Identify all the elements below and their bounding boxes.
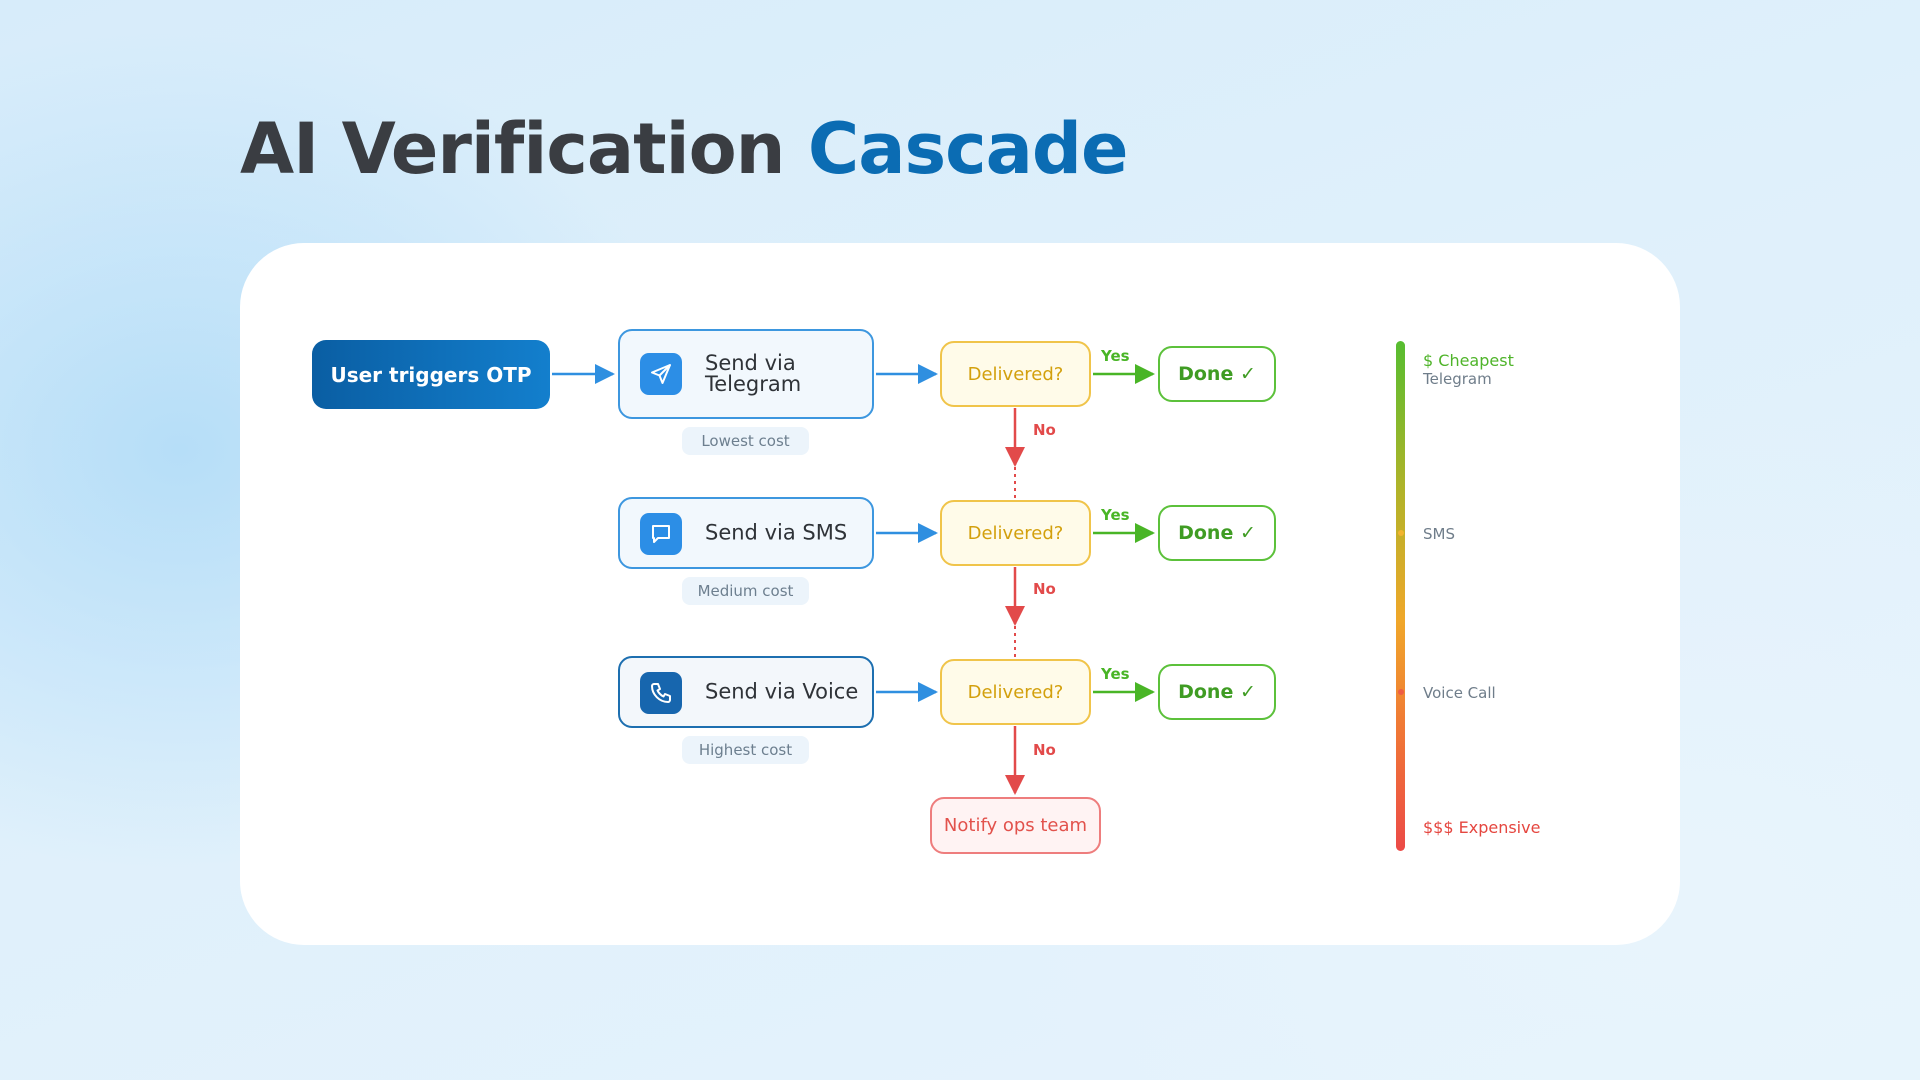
done-voice: Done ✓ [1158, 664, 1276, 720]
scale-label-cheapest: $ Cheapest [1423, 351, 1514, 370]
title-accent: Cascade [807, 108, 1129, 190]
done-sms: Done ✓ [1158, 505, 1276, 561]
flow-arrows [552, 364, 1155, 795]
done-telegram: Done ✓ [1158, 346, 1276, 402]
no-label-voice: No [1033, 741, 1056, 759]
decision-telegram: Delivered? [940, 341, 1091, 407]
cost-tag-telegram: Lowest cost [682, 427, 809, 455]
cost-tag-sms: Medium cost [682, 577, 809, 605]
scale-marker-voice [1397, 689, 1404, 695]
cost-scale-bar [1396, 341, 1405, 851]
diagram-card: User triggers OTP Send via Telegram Lowe… [240, 243, 1680, 945]
yes-label-voice: Yes [1101, 665, 1130, 683]
yes-label-telegram: Yes [1101, 347, 1130, 365]
chat-bubble-icon [640, 513, 682, 555]
no-label-sms: No [1033, 580, 1056, 598]
send-telegram-line2: Telegram [705, 372, 802, 396]
paper-plane-icon [640, 353, 682, 395]
page-title: AI Verification Cascade [240, 108, 1129, 190]
notify-ops-box: Notify ops team [930, 797, 1101, 854]
decision-sms: Delivered? [940, 500, 1091, 566]
no-label-telegram: No [1033, 421, 1056, 439]
send-voice-box: Send via Voice [618, 656, 874, 728]
send-telegram-line1: Send via [705, 351, 796, 375]
cost-tag-voice: Highest cost [682, 736, 809, 764]
send-telegram-label: Send via Telegram [705, 353, 862, 395]
scale-label-voice-call: Voice Call [1423, 684, 1496, 702]
phone-icon [640, 672, 682, 714]
user-trigger-box: User triggers OTP [312, 340, 550, 409]
user-trigger-label: User triggers OTP [330, 362, 532, 387]
scale-label-sms: SMS [1423, 525, 1455, 543]
scale-marker-sms [1397, 530, 1404, 536]
send-voice-label: Send via Voice [705, 679, 859, 704]
scale-label-expensive: $$$ Expensive [1423, 818, 1541, 837]
send-telegram-box: Send via Telegram [618, 329, 874, 419]
yes-label-sms: Yes [1101, 506, 1130, 524]
scale-label-telegram: Telegram [1423, 370, 1492, 388]
send-sms-box: Send via SMS [618, 497, 874, 569]
decision-voice: Delivered? [940, 659, 1091, 725]
title-main: AI Verification [240, 108, 785, 190]
send-sms-label: Send via SMS [705, 520, 848, 545]
